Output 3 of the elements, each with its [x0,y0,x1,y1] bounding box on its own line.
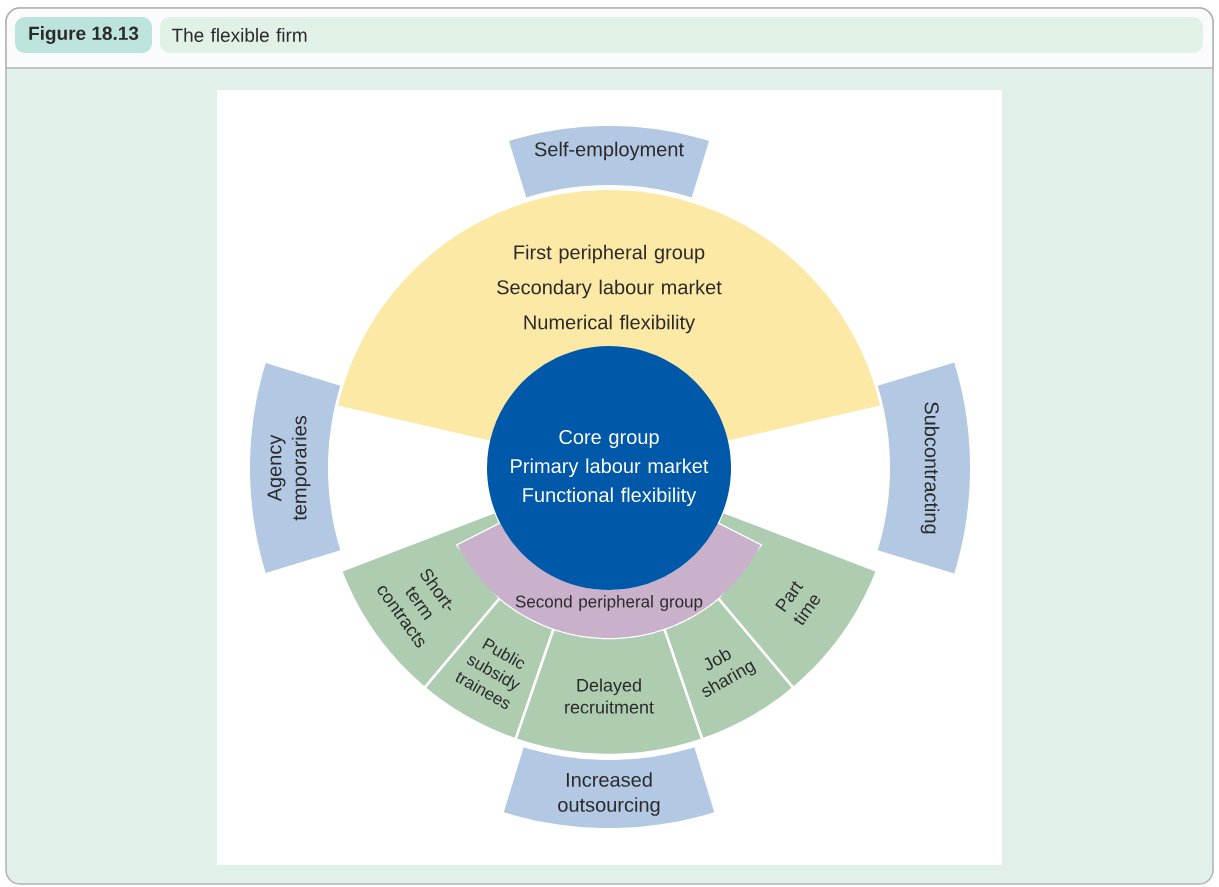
figure-number-badge: Figure 18.13 [15,17,152,53]
title-bar: The flexible firm [160,17,1203,53]
ring-band: Second peripheral group [457,523,761,638]
